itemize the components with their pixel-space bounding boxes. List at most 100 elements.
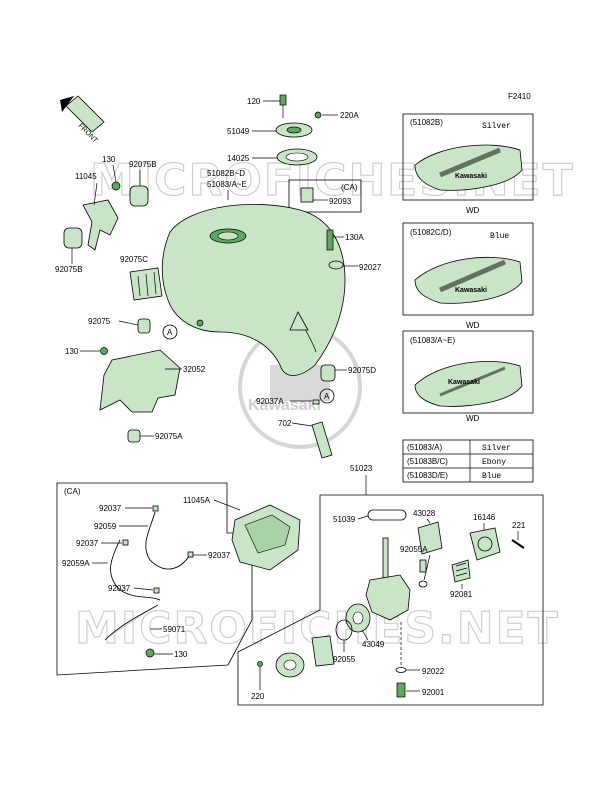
label-11045: 11045 <box>75 172 97 181</box>
washer-92022 <box>395 667 407 673</box>
hose-702 <box>311 421 333 459</box>
variant-2-code: (51082C/D) <box>410 228 452 237</box>
pad-92075c <box>129 267 163 301</box>
variant-2-color: Blue <box>490 232 509 241</box>
ca-inset-label: (CA) <box>341 183 358 192</box>
color-table-code-2: (51083B/C) <box>407 457 448 466</box>
label-92055a: 92055A <box>400 545 428 554</box>
damper-92075 <box>137 318 151 334</box>
bracket-11045 <box>82 199 119 251</box>
variant-box-1: (51082B) Silver Kawasaki <box>402 113 534 201</box>
callout-a-2 <box>319 388 335 404</box>
bracket-59071 <box>104 604 159 641</box>
label-92037a: 92037A <box>256 397 284 406</box>
label-59071: 59071 <box>163 625 186 634</box>
label-92075c: 92075C <box>120 255 148 264</box>
label-92055: 92055 <box>333 655 356 664</box>
label-92075: 92075 <box>88 317 111 326</box>
label-32052: 32052 <box>183 365 206 374</box>
damper-92075b-1 <box>129 185 149 207</box>
label-43028: 43028 <box>413 509 436 518</box>
ca-hose-box <box>56 482 253 676</box>
svg-text:Kawasaki: Kawasaki <box>448 379 480 386</box>
color-table-color-1: Silver <box>482 444 511 453</box>
svg-text:A: A <box>324 392 330 401</box>
gasket-51039 <box>367 509 407 521</box>
label-130a: 130A <box>345 233 364 242</box>
color-table-code-1: (51083/A) <box>407 443 442 452</box>
label-702: 702 <box>278 419 292 428</box>
label-130-mid: 130 <box>65 347 79 356</box>
label-51039: 51039 <box>333 515 356 524</box>
callout-a-1 <box>162 324 178 340</box>
label-51083ae: 51083/A~E <box>207 180 247 189</box>
variant-box-3: (51083/A~E) Kawasaki <box>402 330 534 414</box>
label-130-top: 130 <box>102 155 116 164</box>
variant-1-color: Silver <box>482 122 511 131</box>
filter-cap-43028 <box>417 521 443 555</box>
label-92081: 92081 <box>450 590 473 599</box>
collar-92027 <box>328 260 344 270</box>
bolt-130-bot <box>145 648 155 658</box>
label-92037-2: 92037 <box>76 539 99 548</box>
label-221: 221 <box>512 521 526 530</box>
label-92093: 92093 <box>329 197 352 206</box>
label-92037-1: 92037 <box>99 504 122 513</box>
damper-92075a <box>127 429 141 443</box>
label-43049: 43049 <box>362 640 385 649</box>
fuel-cock-body <box>365 574 411 621</box>
screw-220a <box>314 111 322 119</box>
label-92027: 92027 <box>359 263 382 272</box>
variant-3-tag: WD <box>466 414 480 423</box>
label-92075a: 92075A <box>155 432 183 441</box>
label-92059a: 92059A <box>62 559 90 568</box>
label-220: 220 <box>251 692 265 701</box>
label-14025: 14025 <box>227 154 250 163</box>
svg-text:A: A <box>167 328 173 337</box>
spring-92081 <box>451 559 471 583</box>
label-51023: 51023 <box>350 464 373 473</box>
bolt-130-mid <box>100 347 108 355</box>
variant-3-code: (51083/A~E) <box>410 336 455 345</box>
cap-bolt <box>279 94 287 118</box>
figure-code: F2410 <box>508 92 531 101</box>
bolt-130-top <box>111 181 121 191</box>
fuel-cock-box <box>237 494 544 706</box>
label-92075d: 92075D <box>348 366 376 375</box>
label-130-bot: 130 <box>174 650 188 659</box>
label-92059: 92059 <box>94 522 117 531</box>
fuel-tank <box>161 203 346 376</box>
label-92075b-2: 92075B <box>55 265 83 274</box>
color-table-color-3: Blue <box>482 472 501 481</box>
svg-text:Kawasaki: Kawasaki <box>455 287 487 294</box>
label-92001: 92001 <box>422 688 445 697</box>
label-92075b-1: 92075B <box>129 160 157 169</box>
front-arrow-icon: FRONT <box>60 95 105 145</box>
color-table-color-2: Ebony <box>482 458 506 467</box>
cover-16146 <box>469 527 501 561</box>
bracket-32052 <box>99 349 181 413</box>
label-92037-4: 92037 <box>108 584 131 593</box>
grommet-92075d <box>320 364 336 382</box>
ca-hose-box-label: (CA) <box>64 487 81 496</box>
variant-1-code: (51082B) <box>410 118 443 127</box>
fuel-cock-pipe <box>382 537 389 579</box>
damper-92075b-2 <box>63 227 83 249</box>
label-16146: 16146 <box>473 513 496 522</box>
plate <box>311 635 335 667</box>
label-51049: 51049 <box>227 127 250 136</box>
bolt-92001 <box>396 682 406 698</box>
label-220a: 220A <box>340 111 359 120</box>
ca-inset-box <box>288 179 362 213</box>
color-table-code-3: (51083D/E) <box>407 471 448 480</box>
color-table: (51083/A) Silver (51083B/C) Ebony (51083… <box>402 439 534 483</box>
label-92037-3: 92037 <box>208 551 231 560</box>
label-51082bd: 51082B~D <box>207 169 245 178</box>
variant-box-2: (51082C/D) Blue Kawasaki <box>402 222 534 316</box>
variant-1-tag: WD <box>466 206 480 215</box>
variant-2-tag: WD <box>466 321 480 330</box>
label-120: 120 <box>247 97 261 106</box>
bolt-130a <box>326 229 334 251</box>
svg-text:Kawasaki: Kawasaki <box>455 173 487 180</box>
